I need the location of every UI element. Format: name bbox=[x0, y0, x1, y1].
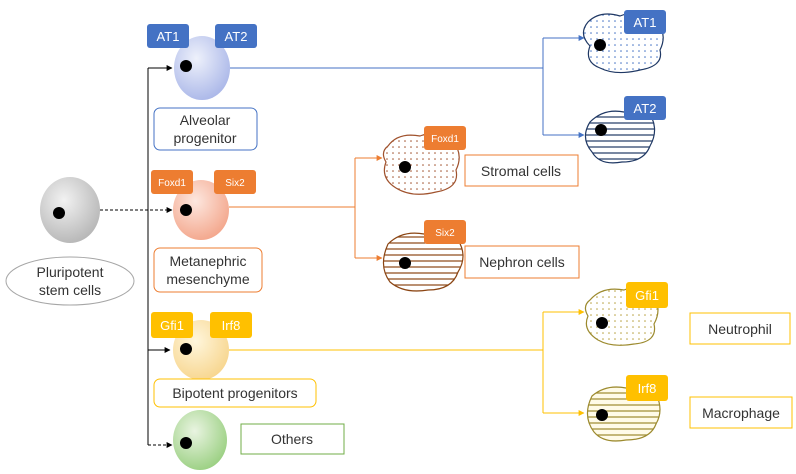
alveolar-connectors bbox=[230, 35, 585, 138]
svg-text:Alveolar: Alveolar bbox=[180, 112, 231, 128]
nephron-cell bbox=[382, 231, 464, 292]
svg-text:Nephron cells: Nephron cells bbox=[479, 254, 565, 270]
svg-text:AT1: AT1 bbox=[157, 29, 180, 44]
metanephric-tag-foxd1: Foxd1 bbox=[151, 170, 193, 194]
bipotent-label-box: Bipotent progenitors bbox=[153, 378, 317, 408]
macrophage-label-box: Macrophage bbox=[689, 396, 793, 429]
bipotent-tag-irf8: Irf8 bbox=[210, 312, 252, 338]
stromal-tag-foxd1: Foxd1 bbox=[424, 126, 466, 150]
svg-text:Metanephric: Metanephric bbox=[169, 253, 246, 269]
metanephric-tag-six2: Six2 bbox=[214, 170, 256, 194]
svg-text:Irf8: Irf8 bbox=[638, 381, 657, 396]
pluripotent-stem-cell bbox=[40, 177, 100, 243]
bipotent-connectors bbox=[229, 309, 585, 416]
svg-text:AT2: AT2 bbox=[225, 29, 248, 44]
svg-text:Neutrophil: Neutrophil bbox=[708, 321, 772, 337]
svg-text:Gfi1: Gfi1 bbox=[160, 318, 184, 333]
svg-text:Others: Others bbox=[271, 431, 313, 447]
alveolar-tag-at1: AT1 bbox=[147, 24, 189, 48]
svg-text:Six2: Six2 bbox=[435, 228, 455, 239]
bipotent-tag-gfi1: Gfi1 bbox=[151, 312, 193, 338]
svg-text:AT2: AT2 bbox=[634, 101, 657, 116]
svg-text:Gfi1: Gfi1 bbox=[635, 288, 659, 303]
svg-text:Irf8: Irf8 bbox=[222, 318, 241, 333]
svg-text:progenitor: progenitor bbox=[173, 130, 236, 146]
stem-label-line1: Pluripotent bbox=[37, 264, 104, 280]
stromal-label-box: Stromal cells bbox=[464, 154, 579, 187]
at1-tag: AT1 bbox=[624, 10, 666, 34]
stem-connectors bbox=[100, 65, 173, 448]
others-label-box: Others bbox=[240, 423, 345, 455]
alveolar-progenitor-cell bbox=[174, 36, 230, 100]
svg-text:Macrophage: Macrophage bbox=[702, 405, 780, 421]
metanephric-label-box: Metanephric mesenchyme bbox=[153, 247, 263, 293]
svg-text:AT1: AT1 bbox=[634, 15, 657, 30]
stem-label-box: Pluripotent stem cells bbox=[5, 256, 135, 306]
svg-text:Foxd1: Foxd1 bbox=[431, 134, 459, 145]
svg-text:Foxd1: Foxd1 bbox=[158, 178, 186, 189]
macrophage-tag-irf8: Irf8 bbox=[626, 375, 668, 401]
nephron-label-box: Nephron cells bbox=[464, 245, 580, 279]
svg-text:Bipotent progenitors: Bipotent progenitors bbox=[172, 385, 297, 401]
stem-label-line2: stem cells bbox=[39, 282, 101, 298]
metanephric-cell bbox=[173, 180, 229, 240]
at2-tag: AT2 bbox=[624, 96, 666, 120]
metanephric-connectors bbox=[229, 155, 383, 261]
nephron-tag-six2: Six2 bbox=[424, 220, 466, 244]
svg-text:Six2: Six2 bbox=[225, 178, 245, 189]
alveolar-tag-at2: AT2 bbox=[215, 24, 257, 48]
alveolar-label-box: Alveolar progenitor bbox=[153, 107, 258, 151]
svg-text:Stromal cells: Stromal cells bbox=[481, 163, 561, 179]
others-cell bbox=[173, 410, 227, 470]
svg-text:mesenchyme: mesenchyme bbox=[166, 271, 249, 287]
neutrophil-label-box: Neutrophil bbox=[689, 312, 791, 345]
neutrophil-tag-gfi1: Gfi1 bbox=[626, 282, 668, 308]
